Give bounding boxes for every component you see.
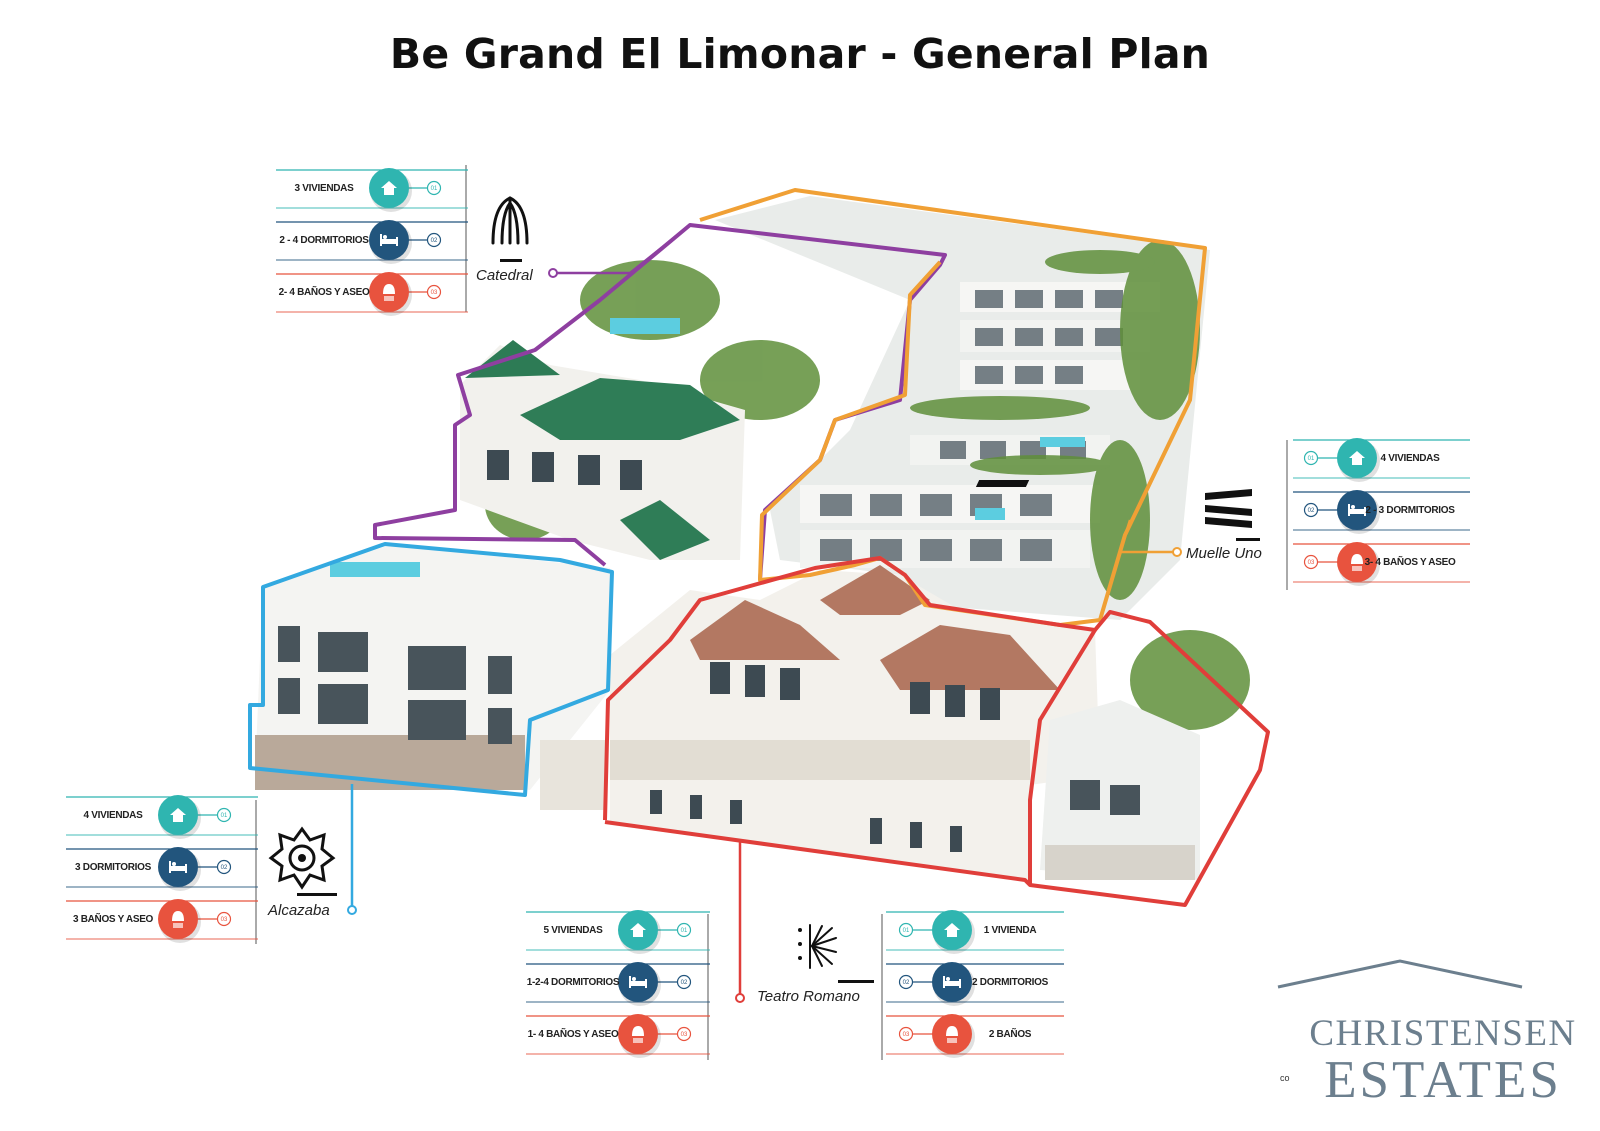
teatro-romano-divider [1028, 628, 1097, 885]
block-outlines [248, 188, 1270, 907]
catedral-logo-icon [491, 196, 529, 245]
bed-icon [369, 220, 409, 260]
logo-estates: ESTATES [1324, 1051, 1562, 1109]
item-number: 03 [903, 1032, 910, 1038]
item-number-marker [1303, 502, 1319, 518]
item-number: 02 [903, 980, 910, 986]
item-number-marker [1303, 554, 1319, 570]
catedral-name: Catedral [476, 267, 533, 284]
item-number-marker [676, 974, 692, 990]
info-panel-alcazaba-2: 01 4 VIVIENDAS 02 3 DORMITORIOS 03 3 BAÑOS Y … [66, 795, 258, 943]
muelle-uno-connector-dot [1172, 547, 1182, 557]
home-icon [158, 795, 198, 835]
info-panel-teatro_romano-4: 01 1 VIVIENDA 02 2 DORMITORIOS 03 2 BAÑOS [886, 910, 1064, 1058]
item-label: 3 VIVIENDAS [295, 183, 355, 194]
home-icon [932, 910, 972, 950]
item-label: 3 DORMITORIOS [75, 862, 152, 873]
item-number-marker [898, 922, 914, 938]
info-panel-catedral-0: 01 3 VIVIENDAS 02 2 - 4 DORMITORIOS 03 2- 4 B… [276, 168, 468, 316]
item-number: 03 [431, 290, 438, 296]
info-panel-teatro_romano-3: 01 5 VIVIENDAS 02 1-2-4 DORMITORIOS 03 1- 4 B… [526, 910, 710, 1058]
item-number-marker [1303, 450, 1319, 466]
muelle-uno-name: Muelle Uno [1186, 545, 1262, 562]
item-label: 2- 4 BAÑOS Y ASEO [279, 285, 370, 298]
bed-icon [1337, 490, 1377, 530]
item-label: 1- 4 BAÑOS Y ASEO [528, 1027, 619, 1040]
page-title: Be Grand El Limonar - General Plan [389, 30, 1211, 78]
alcazaba-logo-icon [268, 826, 336, 890]
alcazaba-outline[interactable] [248, 542, 614, 797]
teatro-romano-connector-dot [735, 993, 745, 1003]
home-icon [369, 168, 409, 208]
item-label: 4 VIVIENDAS [1381, 453, 1441, 464]
item-label: 2 DORMITORIOS [972, 977, 1049, 988]
item-number: 02 [681, 980, 688, 986]
building-illustration [255, 196, 1250, 880]
item-number-marker [426, 180, 442, 196]
shower-icon [369, 272, 409, 312]
teatro-romano-outline[interactable] [603, 556, 1270, 907]
alcazaba-connector-dot [347, 905, 357, 915]
catedral-connector-dot [548, 268, 558, 278]
logo-christensen: CHRISTENSEN [1309, 1013, 1577, 1054]
info-panel-muelle_uno-1: 01 4 VIVIENDAS 02 2 - 3 DORMITORIOS 03 3- 4 B… [1293, 438, 1470, 586]
home-icon [1337, 438, 1377, 478]
muelle-uno-logo-icon [975, 480, 1252, 528]
shower-icon [1337, 542, 1377, 582]
item-number: 01 [1308, 456, 1315, 462]
bed-icon [618, 962, 658, 1002]
item-number-marker [676, 1026, 692, 1042]
item-number: 03 [1308, 560, 1315, 566]
teatro-romano-logo-icon [798, 924, 837, 969]
logo-roof-icon [1277, 959, 1523, 989]
bed-icon [932, 962, 972, 1002]
shower-icon [618, 1014, 658, 1054]
item-label: 3 BAÑOS Y ASEO [73, 912, 154, 925]
item-number: 02 [1308, 508, 1315, 514]
item-label: 3- 4 BAÑOS Y ASEO [1365, 555, 1456, 568]
teatro-romano-name: Teatro Romano [757, 988, 860, 1005]
item-number-marker [426, 284, 442, 300]
item-number: 01 [221, 813, 228, 819]
connector-lines [350, 224, 1178, 998]
logo-mark: co [1280, 1073, 1290, 1083]
item-number: 02 [431, 238, 438, 244]
item-number-marker [216, 807, 232, 823]
item-number-marker [216, 911, 232, 927]
item-label: 5 VIVIENDAS [544, 925, 604, 936]
home-icon [618, 910, 658, 950]
item-label: 2 - 3 DORMITORIOS [1365, 505, 1455, 516]
item-label: 4 VIVIENDAS [84, 810, 144, 821]
bed-icon [158, 847, 198, 887]
item-number-marker [216, 859, 232, 875]
item-number: 01 [681, 928, 688, 934]
item-number: 01 [903, 928, 910, 934]
item-number-marker [426, 232, 442, 248]
item-number: 03 [681, 1032, 688, 1038]
item-label: 2 - 4 DORMITORIOS [279, 235, 369, 246]
item-label: 1 VIVIENDA [984, 925, 1037, 936]
item-label: 2 BAÑOS [989, 1027, 1032, 1040]
item-number: 03 [221, 917, 228, 923]
item-number-marker [898, 1026, 914, 1042]
item-number: 01 [431, 186, 438, 192]
shower-icon [932, 1014, 972, 1054]
item-label: 1-2-4 DORMITORIOS [527, 977, 620, 988]
alcazaba-name: Alcazaba [267, 902, 330, 919]
item-number-marker [676, 922, 692, 938]
shower-icon [158, 899, 198, 939]
item-number: 02 [221, 865, 228, 871]
item-number-marker [898, 974, 914, 990]
info-panels: 01 3 VIVIENDAS 02 2 - 4 DORMITORIOS 03 2- 4 B… [66, 168, 1470, 1058]
